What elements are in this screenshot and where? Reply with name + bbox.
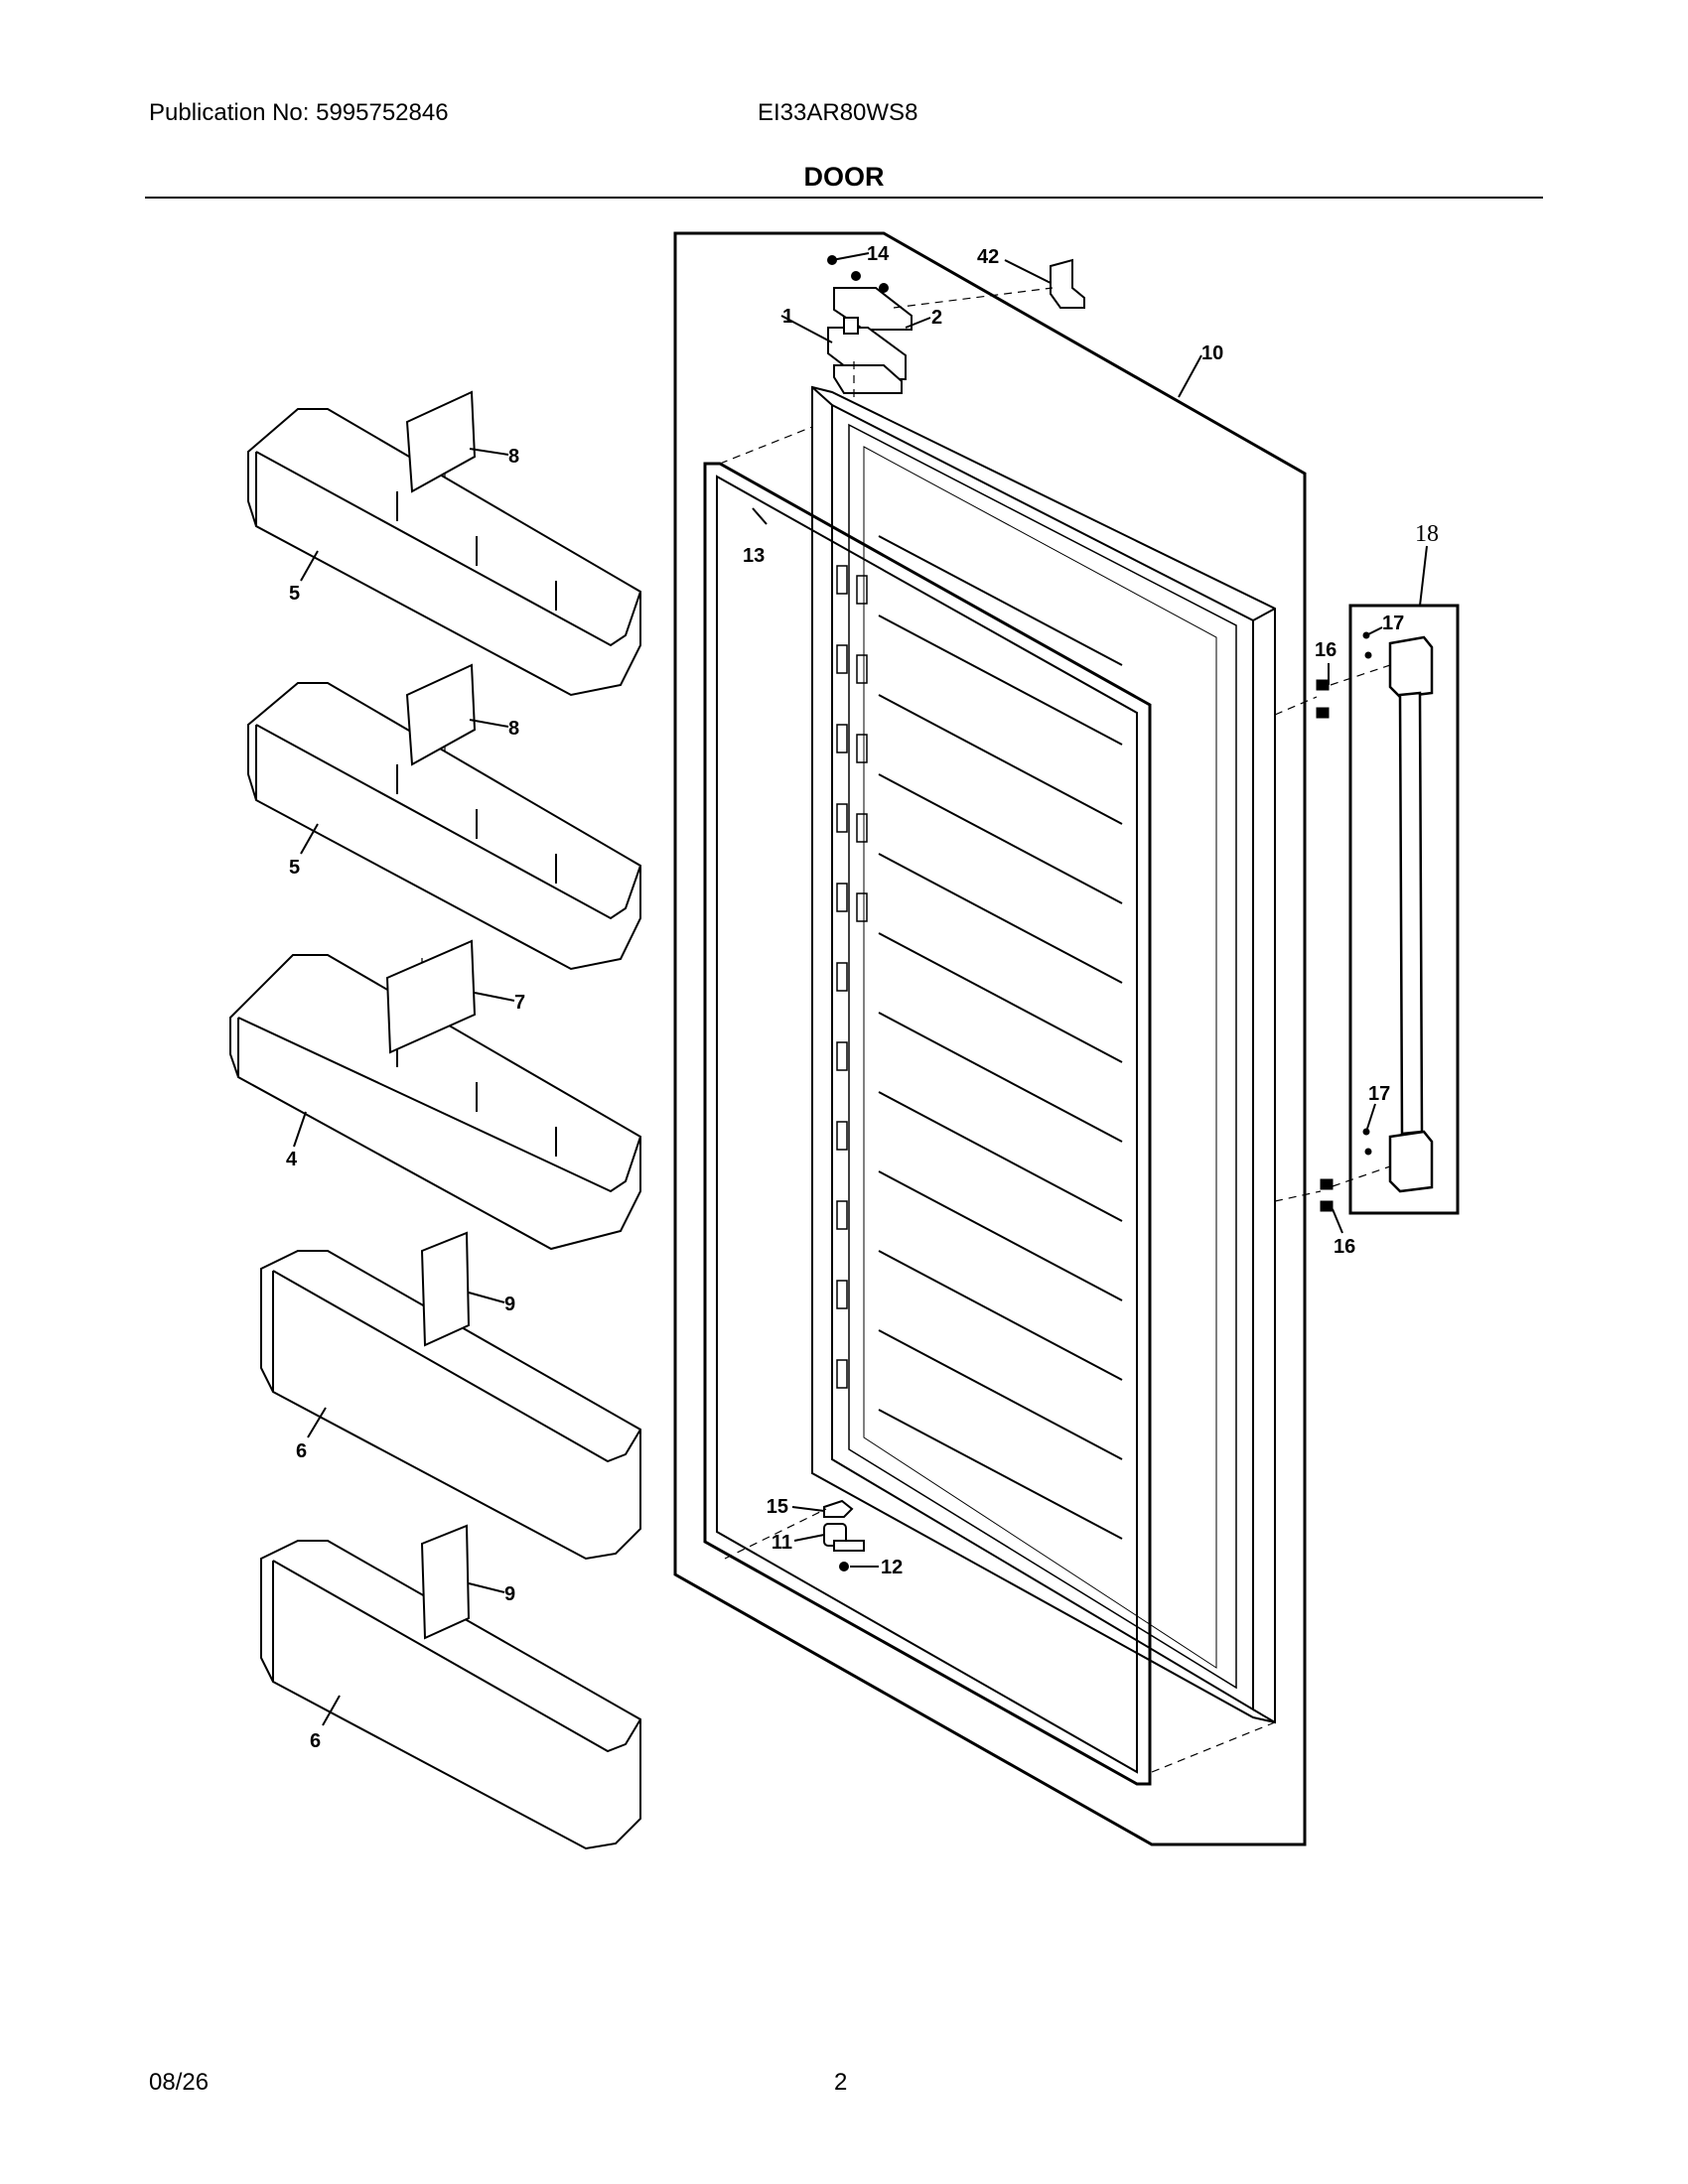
callout-14: 14: [867, 243, 890, 265]
bracket-42: [1050, 258, 1085, 309]
callout-17: 17: [1368, 1083, 1390, 1105]
bin-divider-8-upper: [405, 390, 477, 493]
bin-divider-9-lower: [420, 1524, 471, 1640]
bottom-hinge-assembly: [823, 1499, 865, 1571]
callout-17: 17: [1382, 613, 1404, 634]
callout-1: 1: [782, 306, 793, 328]
door-bin-6-lower: [260, 1540, 641, 1850]
page-title: DOOR: [803, 162, 885, 192]
callout-9: 9: [504, 1583, 515, 1605]
door-clips: [836, 565, 868, 1389]
model-number: EI33AR80WS8: [758, 99, 918, 126]
door-group-frame: [673, 231, 1307, 1846]
header-divider: [145, 197, 1543, 199]
door-bin-6-upper: [260, 1250, 641, 1561]
callout-16: 16: [1334, 1236, 1355, 1258]
callout-7: 7: [514, 992, 525, 1014]
callout-4: 4: [286, 1149, 298, 1170]
callout-18: 18: [1415, 521, 1439, 547]
door-bin-5-middle: [247, 682, 641, 971]
top-hinge-assembly: [827, 255, 913, 394]
callout-8: 8: [508, 446, 519, 468]
door-gasket: [703, 462, 1152, 1786]
callout-5: 5: [289, 583, 300, 605]
leader-lines: [293, 252, 1428, 1726]
callout-6: 6: [310, 1730, 321, 1752]
bin-dividers: [385, 390, 477, 1640]
callout-10: 10: [1201, 342, 1223, 364]
door-panel: [811, 385, 1276, 1724]
door-shelf-rails: [878, 535, 1123, 1540]
page-number: 2: [834, 2069, 848, 2096]
callout-2: 2: [931, 307, 942, 329]
callout-16: 16: [1315, 639, 1336, 661]
bin-divider-7: [385, 939, 477, 1054]
door-bins: [229, 408, 641, 1850]
publication-number: Publication No: 5995752846: [149, 99, 449, 126]
bin-divider-9-upper: [420, 1231, 471, 1347]
bin-divider-8-middle: [405, 663, 477, 766]
handle-group-frame: [1348, 604, 1460, 1215]
callout-12: 12: [881, 1557, 903, 1578]
door-bin-4: [229, 954, 641, 1251]
callout-8: 8: [508, 718, 519, 740]
handle-fasteners: [1316, 631, 1372, 1212]
callout-6: 6: [296, 1440, 307, 1462]
publication-date: 08/26: [149, 2069, 210, 2096]
callout-11: 11: [772, 1532, 792, 1554]
door-bin-5-upper: [247, 408, 641, 697]
callout-5: 5: [289, 857, 300, 879]
door-handle: [1388, 635, 1434, 1193]
callout-42: 42: [977, 246, 999, 268]
callout-13: 13: [743, 545, 765, 567]
callout-9: 9: [504, 1294, 515, 1315]
callout-15: 15: [767, 1496, 788, 1518]
